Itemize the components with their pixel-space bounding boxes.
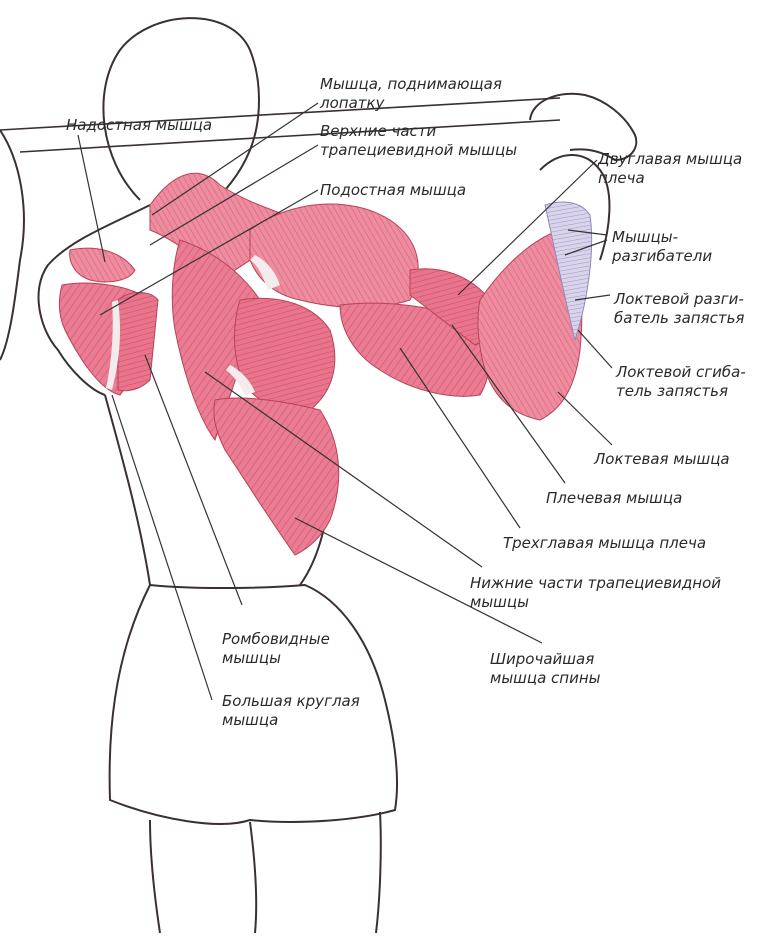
- shorts: [108, 583, 398, 825]
- latissimus-muscle: [213, 397, 340, 556]
- label-triceps: Трехглавая мышца плеча: [503, 534, 706, 553]
- label-line: тель запястья: [616, 382, 729, 400]
- label-line: Нижние части трапециевидной: [470, 574, 722, 592]
- leader-teres: [111, 394, 213, 701]
- label-extensors: Мышцы-разгибатели: [612, 228, 712, 266]
- label-line: мышца: [222, 711, 279, 729]
- label-line: Большая круглая: [222, 692, 360, 710]
- label-line: лопатку: [320, 94, 385, 112]
- label-line: Надостная мышца: [66, 116, 213, 134]
- label-line: Плечевая мышца: [546, 489, 683, 507]
- leader-levator: [151, 102, 319, 216]
- leader-lower-trapezius: [204, 371, 483, 568]
- extensor-tendons: [544, 201, 593, 342]
- label-line: Верхние части: [320, 122, 437, 140]
- muscle-group: [58, 172, 593, 556]
- teres-left: [117, 292, 159, 392]
- supraspinatus-muscle: [69, 247, 136, 283]
- leader-biceps: [457, 159, 598, 296]
- leader-ext-carpi: [574, 294, 611, 301]
- rhomboid-muscle: [234, 297, 336, 412]
- label-ext-carpi-ulnaris: Локтевой разги-батель запястья: [614, 290, 744, 328]
- forearm-muscle: [477, 229, 583, 421]
- label-line: мышцы: [470, 593, 529, 611]
- label-line: Двуглавая мышца: [598, 150, 743, 168]
- leader-brachialis: [451, 324, 566, 484]
- label-line: мышцы: [222, 649, 281, 667]
- label-line: Трехглавая мышца плеча: [503, 534, 707, 552]
- leader-triceps: [399, 347, 521, 529]
- leader-extensors-1: [567, 229, 608, 236]
- legs: [149, 811, 382, 934]
- label-line: Подостная мышца: [320, 181, 467, 199]
- deltoid-muscle: [249, 203, 419, 308]
- label-line: Мышца, поднимающая: [320, 75, 502, 93]
- leader-rhomboids: [144, 354, 243, 606]
- leader-lines: [77, 102, 613, 701]
- label-line: Ромбовидные: [222, 630, 330, 648]
- leader-anconeus: [557, 391, 613, 446]
- label-line: Широчайшая: [490, 650, 595, 668]
- leader-extensors-2: [564, 239, 608, 256]
- label-line: Мышцы-: [612, 228, 678, 246]
- label-line: Локтевой сгиба-: [616, 363, 746, 381]
- label-line: Локтевая мышца: [594, 450, 730, 468]
- label-line: плеча: [598, 169, 645, 187]
- label-line: Локтевой разги-: [614, 290, 744, 308]
- leader-upper-trapezius: [149, 144, 319, 246]
- leader-flex-carpi: [577, 329, 613, 369]
- label-supraspinatus: Надостная мышца: [66, 116, 212, 135]
- tendons: [106, 255, 280, 396]
- label-line: мышца спины: [490, 669, 601, 687]
- leader-infraspinatus: [99, 189, 319, 316]
- leader-supraspinatus: [77, 134, 106, 263]
- label-line: трапециевидной мышцы: [320, 141, 518, 159]
- label-line: разгибатели: [612, 247, 713, 265]
- label-flex-carpi-ulnaris: Локтевой сгиба-тель запястья: [616, 363, 746, 401]
- label-anconeus: Локтевая мышца: [594, 450, 730, 469]
- label-infraspinatus: Подостная мышца: [320, 181, 466, 200]
- leader-latissimus: [294, 517, 543, 644]
- label-line: батель запястья: [614, 309, 745, 327]
- label-brachialis: Плечевая мышца: [546, 489, 682, 508]
- lower-trapezius-muscle: [171, 239, 261, 442]
